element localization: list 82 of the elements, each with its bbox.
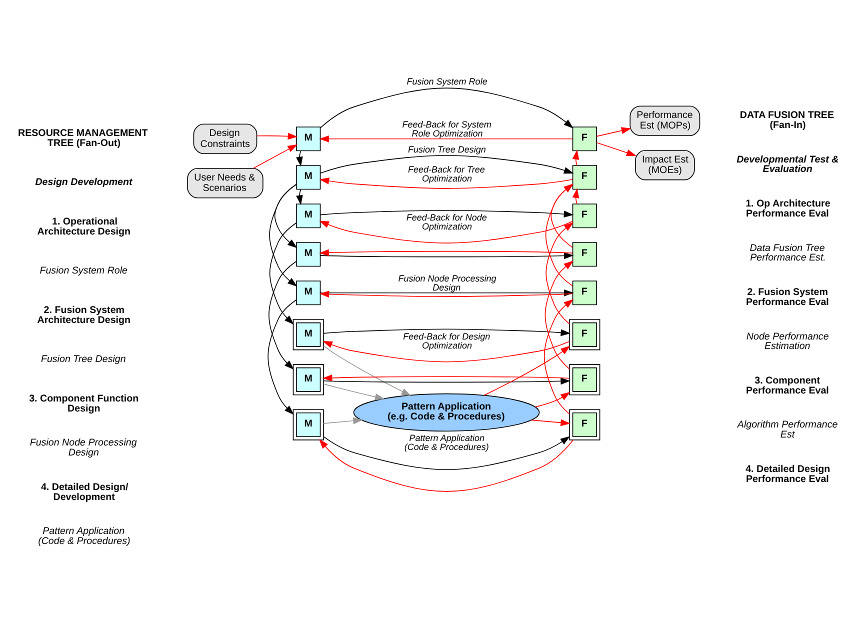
node-box: M (292, 318, 324, 350)
arrow (320, 154, 574, 174)
edge-label: Feed-Back for Design Optimization (403, 330, 490, 350)
arrow (534, 391, 570, 407)
label: DATA FUSION TREE (Fan-In) (740, 110, 834, 130)
node-box: M (296, 126, 321, 151)
label: Design Development (35, 176, 132, 188)
arrow (596, 126, 632, 136)
arrow (320, 87, 574, 128)
arrow (253, 144, 298, 168)
label: RESOURCE MANAGEMENT TREE (Fan-Out) (18, 128, 148, 148)
label: Fusion Node Processing Design (30, 437, 137, 458)
arrow (484, 345, 570, 396)
node-box: Performance Est (MOPs) (630, 105, 700, 136)
arrow (319, 134, 573, 142)
node-box: Impact Est (MOEs) (635, 149, 695, 180)
label: 1. Operational Architecture Design (37, 216, 131, 237)
node-box: M (296, 164, 321, 190)
node-box: User Needs & Scenarios (187, 167, 264, 198)
arrow (323, 416, 363, 424)
label: 4. Detailed Design/ Development (40, 481, 128, 502)
arrow (256, 132, 298, 140)
arrow (296, 188, 303, 205)
arrow (572, 149, 580, 166)
label: 2. Fusion System Performance Eval (746, 286, 829, 308)
arrow (596, 142, 636, 156)
label: Algorithm Performance Est (737, 419, 838, 440)
arrow (323, 377, 570, 384)
label: Developmental Test & Evaluation (736, 154, 839, 175)
node-box: F (572, 164, 597, 190)
node-box: F (569, 318, 600, 350)
label: 3. Component Performance Eval (746, 374, 829, 396)
node-box: M (292, 364, 324, 395)
edge-label: Feed-Back for Tree Optimization (408, 164, 485, 183)
arrow (319, 220, 574, 243)
node-box: F (572, 280, 597, 305)
arrow (323, 345, 412, 396)
arrow (269, 222, 297, 324)
label: Node Performance Estimation (746, 330, 829, 352)
label: 3. Component Function Design (29, 393, 139, 414)
label: Fusion System Role (40, 264, 128, 276)
arrow (323, 436, 570, 470)
arrow (296, 150, 303, 166)
node-box: F (572, 126, 597, 151)
arrow (572, 188, 580, 204)
node-box: M (296, 203, 321, 228)
arrow (322, 374, 570, 381)
node-box: F (572, 203, 597, 228)
label: Data Fusion Tree Performance Est. (750, 242, 826, 264)
arrow (319, 177, 573, 188)
edge-label: Fusion Node Processing Design (398, 272, 496, 292)
arrow (320, 209, 574, 218)
arrow (268, 260, 297, 370)
node-box: M (296, 280, 321, 305)
edge-label: Fusion System Role (406, 76, 488, 86)
edge-label: Feed-Back for Node Optimization (406, 212, 487, 232)
arrow (544, 298, 574, 414)
arrow (545, 183, 574, 286)
node-box: F (572, 242, 597, 266)
edge-label: Pattern Application (Code & Procedures) (404, 432, 489, 452)
arrow (319, 248, 573, 256)
arrow (318, 438, 574, 492)
label: Pattern Application (Code & Procedures) (38, 526, 130, 547)
node-box: Design Constraints (193, 123, 258, 154)
edge-label: Fusion Tree Design (408, 144, 486, 154)
label: 4. Detailed Design Performance Eval (746, 463, 830, 484)
arrow (320, 252, 574, 259)
label: 1. Op Architecture Performance Eval (746, 198, 830, 219)
arrow (323, 383, 385, 400)
node-box: F (569, 364, 600, 395)
node-box: F (569, 408, 600, 440)
arrow (323, 328, 571, 336)
node-box: M (292, 408, 324, 440)
arrow (322, 340, 570, 362)
arrow (550, 183, 574, 248)
arrow (531, 418, 571, 426)
node-box: M (296, 242, 321, 266)
arrow (269, 183, 298, 286)
label: Fusion Tree Design (40, 353, 126, 364)
label: 2. Fusion System Architecture Design (37, 304, 131, 326)
arrow (268, 298, 297, 414)
edge-label: Feed-Back for System Role Optimization (402, 118, 492, 138)
